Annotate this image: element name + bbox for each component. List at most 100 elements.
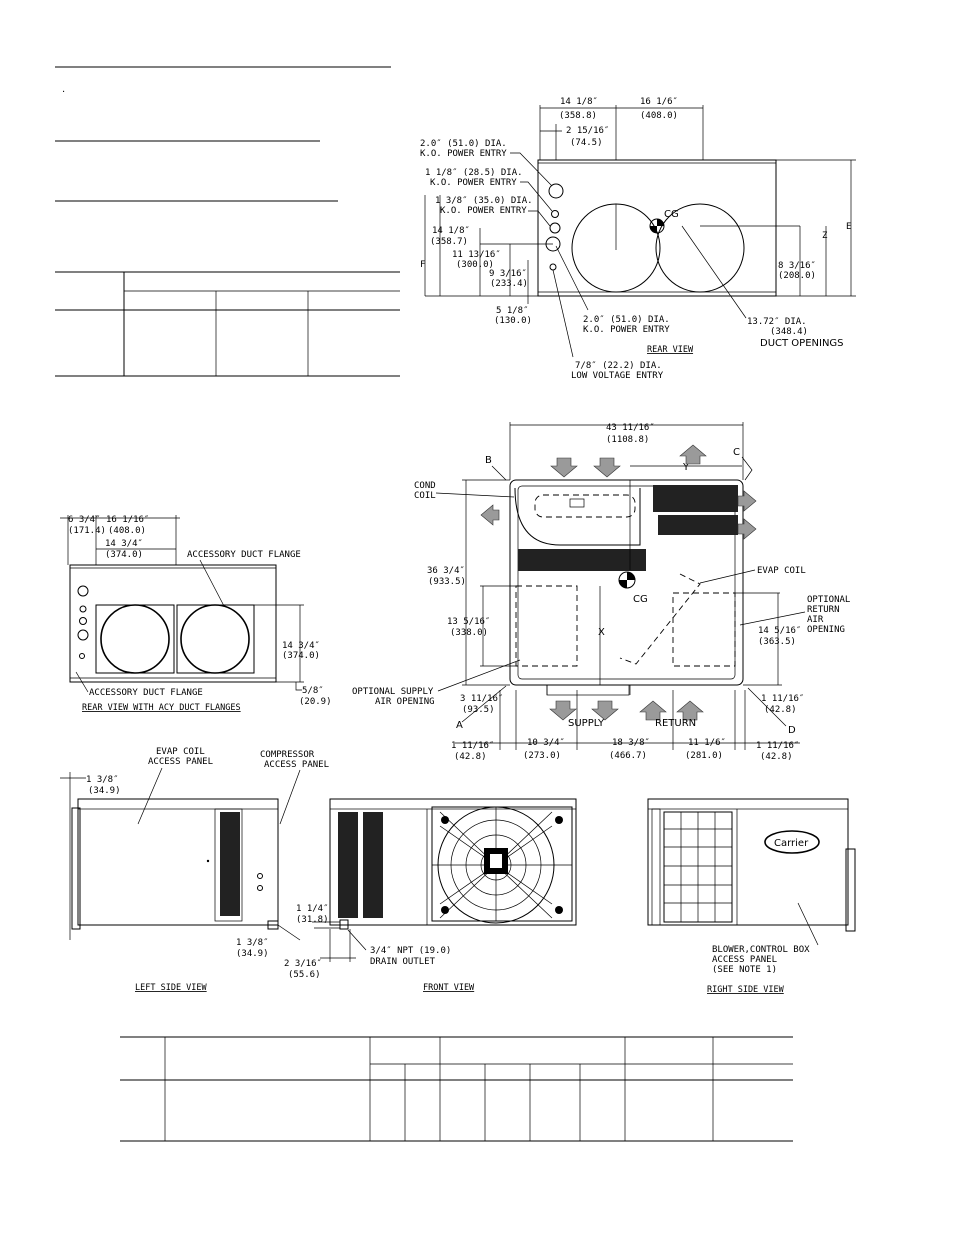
rear-callout-ko3-size: 1 3/8″ (35.0) DIA. [435, 196, 533, 206]
front-view: 1 1/4″ (31.8) 2 3/16″ (55.6) 3/4″ NPT (1… [284, 798, 577, 993]
rear-unit-outline [537, 159, 777, 297]
rear-dim-14-1-8: 14 1/8″ [560, 97, 598, 107]
left-evap-callout-2: ACCESS PANEL [148, 757, 213, 767]
top-dim-b2: 10 3/4″ [527, 738, 565, 748]
top-supply-label: SUPPLY [568, 718, 605, 729]
top-dim-width: 43 11/16″ [606, 423, 655, 433]
rear-callout-duct-mm: (348.4) [770, 327, 808, 337]
top-cond-grille-lower [658, 515, 738, 535]
acy-unit-outline [69, 564, 277, 683]
rear-view-caption: REAR VIEW [647, 345, 694, 355]
stray-mark: . [62, 84, 65, 95]
front-dim-1-1-4-mm: (31.8) [296, 915, 329, 925]
rear-callout-duct-dia: 13.72″ DIA. [747, 317, 807, 327]
top-dim-right-1-11-16: 1 11/16″ [761, 694, 804, 704]
rear-dim-16-1-6: 16 1/6″ [640, 97, 678, 107]
top-return-2: RETURN [807, 605, 840, 615]
top-optional-return-opening [672, 592, 736, 667]
acy-view-caption: REAR VIEW WITH ACY DUCT FLANGES [82, 703, 241, 713]
top-cond-coil-1: COND [414, 481, 436, 491]
right-blower-callout-2: ACCESS PANEL [712, 955, 777, 965]
top-dim-right-1-11-16-mm: (42.8) [764, 705, 797, 715]
acy-duct-right [180, 604, 250, 674]
top-dim-3-11-16-mm: (93.5) [462, 705, 495, 715]
left-view-caption: LEFT SIDE VIEW [135, 983, 208, 993]
acy-dim-right-14-3-4-mm: (374.0) [282, 651, 320, 661]
acy-flange-right [176, 604, 255, 674]
acy-dim-16-1-16-mm: (408.0) [108, 526, 146, 536]
top-dim-b4: 11 1/6″ [688, 738, 726, 748]
top-label-b: B [485, 455, 492, 466]
acy-dim-5-8: 5/8″ [302, 686, 324, 696]
top-label-d: D [788, 725, 796, 736]
rear-dim-2-15-16: 2 15/16″ [566, 126, 609, 136]
front-louver-left [338, 812, 358, 918]
top-supply-1: OPTIONAL SUPPLY [352, 687, 434, 697]
rear-dim-f: F [420, 260, 425, 270]
top-return-4: OPENING [807, 625, 845, 635]
rear-ko-low-voltage [549, 263, 557, 271]
top-view: 43 11/16″ (1108.8) B C Y CG X [352, 422, 850, 762]
rear-dim-5-1-8-mm: (130.0) [494, 316, 532, 326]
rear-ko-1-1-8 [551, 210, 559, 218]
front-drain-size: 3/4″ NPT (19.0) [370, 946, 451, 956]
top-dim-b1-mm: (42.8) [454, 752, 487, 762]
right-logo-text: Carrier [774, 838, 809, 849]
rear-dim-11-13-16: 11 13/16″ [452, 250, 501, 260]
rear-callout-duct-label: DUCT OPENINGS [760, 338, 844, 349]
rear-dim-9-3-16: 9 3/16″ [489, 269, 527, 279]
acy-dim-14-3-4-mm: (374.0) [105, 550, 143, 560]
rear-callout-ko2-type: K.O. POWER ENTRY [430, 178, 517, 188]
left-evap-callout-1: EVAP COIL [156, 747, 205, 757]
top-evap-coil-label: EVAP COIL [757, 566, 806, 576]
top-return-label: RETURN [655, 718, 696, 729]
bottom-table [120, 1036, 793, 1142]
left-dim-top-mm: (34.9) [88, 786, 121, 796]
rear-callout-ko4-type: K.O. POWER ENTRY [583, 325, 670, 335]
top-cg-label: CG [633, 594, 648, 605]
top-cond-grille-front [518, 549, 646, 571]
upper-left-block: . [55, 66, 400, 377]
upper-left-table [55, 271, 400, 377]
right-logo-badge [764, 830, 820, 854]
acy-flange-callout-top: ACCESSORY DUCT FLANGE [187, 550, 301, 560]
top-optional-supply-opening [515, 585, 578, 667]
acy-flange-left [95, 604, 175, 674]
top-dim-b4-mm: (281.0) [685, 751, 723, 761]
left-louver [220, 812, 240, 916]
rear-dim-16-1-6-mm: (408.0) [640, 111, 678, 121]
acy-flange-callout-bottom: ACCESSORY DUCT FLANGE [89, 688, 203, 698]
rear-dim-e: E [846, 222, 851, 232]
top-dim-b5-mm: (42.8) [760, 752, 793, 762]
top-supply-2: AIR OPENING [375, 697, 435, 707]
left-comp-callout-1: COMPRESSOR [260, 750, 315, 760]
rear-cg-label: CG [664, 209, 679, 220]
right-coil-grid [663, 811, 733, 923]
left-dim-top: 1 3/8″ [86, 775, 119, 785]
top-cond-grille-upper [653, 485, 738, 512]
left-dim-bottom-mm: (34.9) [236, 949, 269, 959]
right-unit-body [647, 798, 849, 926]
rear-callout-ko4-size: 2.0″ (51.0) DIA. [583, 315, 670, 325]
top-dim-3-11-16: 3 11/16″ [460, 694, 503, 704]
acy-dim-6-3-4: 6 3/4″ [68, 515, 101, 525]
top-label-y: Y [682, 462, 690, 473]
front-dim-1-1-4: 1 1/4″ [296, 904, 329, 914]
top-evap-coil-outline [619, 573, 701, 665]
left-dim-bottom: 1 3/8″ [236, 938, 269, 948]
rear-callout-ko1-type: K.O. POWER ENTRY [420, 149, 507, 159]
acy-dim-6-3-4-mm: (171.4) [68, 526, 106, 536]
top-dim-b2-mm: (273.0) [523, 751, 561, 761]
rear-dim-14-1-8-v: 14 1/8″ [432, 226, 470, 236]
front-drain-label: DRAIN OUTLET [370, 957, 436, 967]
rear-duct-opening-return [655, 203, 745, 293]
top-dim-13-5-16-mm: (338.0) [450, 628, 488, 638]
right-side-view: Carrier BLOWER,CONTROL BOX ACCESS PANEL … [647, 798, 856, 995]
rear-callout-lv-size: 7/8″ (22.2) DIA. [575, 361, 662, 371]
right-view-caption: RIGHT SIDE VIEW [707, 985, 785, 995]
top-label-c: C [733, 447, 740, 458]
rear-view-acy: 6 3/4″ (171.4) 16 1/16″ (408.0) 14 3/4″ … [60, 515, 332, 713]
rear-dim-5-1-8: 5 1/8″ [496, 306, 529, 316]
top-dim-b3-mm: (466.7) [609, 751, 647, 761]
acy-duct-left [100, 604, 170, 674]
